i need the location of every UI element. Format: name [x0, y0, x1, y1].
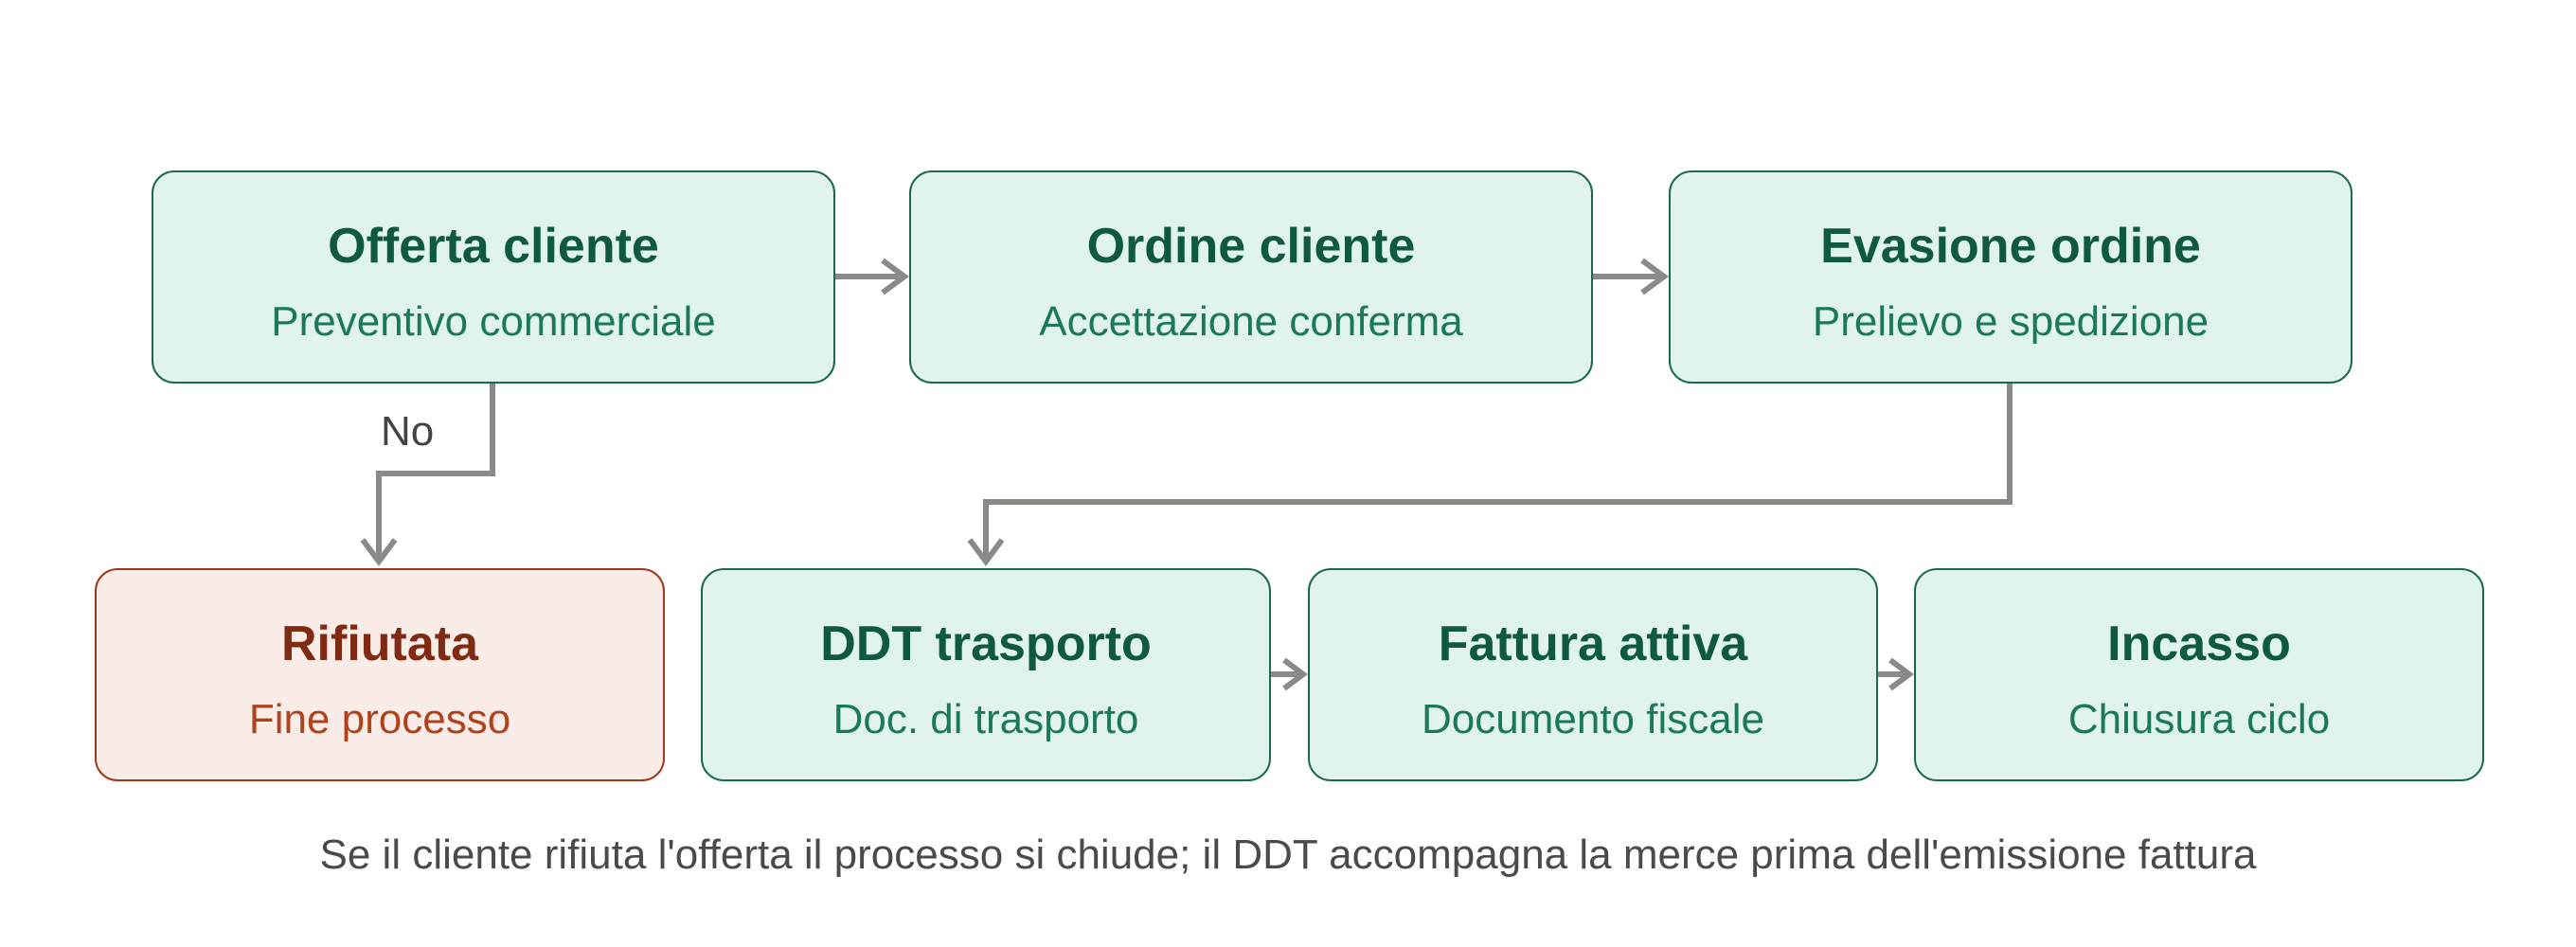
- node-title: Incasso: [2107, 616, 2291, 671]
- node-offerta-cliente: Offerta cliente Preventivo commerciale: [152, 170, 835, 384]
- node-fattura-attiva: Fattura attiva Documento fiscale: [1308, 568, 1878, 781]
- node-subtitle: Accettazione conferma: [1039, 298, 1463, 345]
- arrowhead-fattura: [1282, 657, 1308, 691]
- node-title: Rifiutata: [281, 616, 478, 671]
- node-title: Ordine cliente: [1086, 219, 1416, 274]
- node-subtitle: Doc. di trasporto: [832, 696, 1139, 742]
- edge-offerta-rifiutata: [376, 384, 495, 559]
- node-subtitle: Prelievo e spedizione: [1812, 298, 2209, 345]
- arrowhead-rifiutata: [360, 538, 398, 567]
- node-title: Evasione ordine: [1820, 219, 2201, 274]
- node-title: Offerta cliente: [328, 219, 659, 274]
- edge-evasione-ddt: [983, 384, 2012, 559]
- edge-label-no: No: [381, 408, 435, 455]
- node-rifiutata: Rifiutata Fine processo: [95, 568, 665, 781]
- node-ordine-cliente: Ordine cliente Accettazione conferma: [909, 170, 1593, 384]
- node-subtitle: Preventivo commerciale: [271, 298, 716, 345]
- arrowhead-ordine: [881, 258, 910, 295]
- node-title: DDT trasporto: [820, 616, 1152, 671]
- arrowhead-evasione: [1640, 258, 1670, 295]
- node-title: Fattura attiva: [1438, 616, 1748, 671]
- node-incasso: Incasso Chiusura ciclo: [1914, 568, 2484, 781]
- diagram-caption: Se il cliente rifiuta l'offerta il proce…: [319, 831, 2257, 878]
- arrowhead-ddt: [967, 538, 1005, 567]
- node-subtitle: Documento fiscale: [1422, 696, 1764, 742]
- arrowhead-incasso: [1888, 657, 1914, 691]
- node-ddt-trasporto: DDT trasporto Doc. di trasporto: [701, 568, 1271, 781]
- node-evasione-ordine: Evasione ordine Prelievo e spedizione: [1669, 170, 2352, 384]
- node-subtitle: Chiusura ciclo: [2067, 696, 2331, 742]
- node-subtitle: Fine processo: [248, 696, 511, 742]
